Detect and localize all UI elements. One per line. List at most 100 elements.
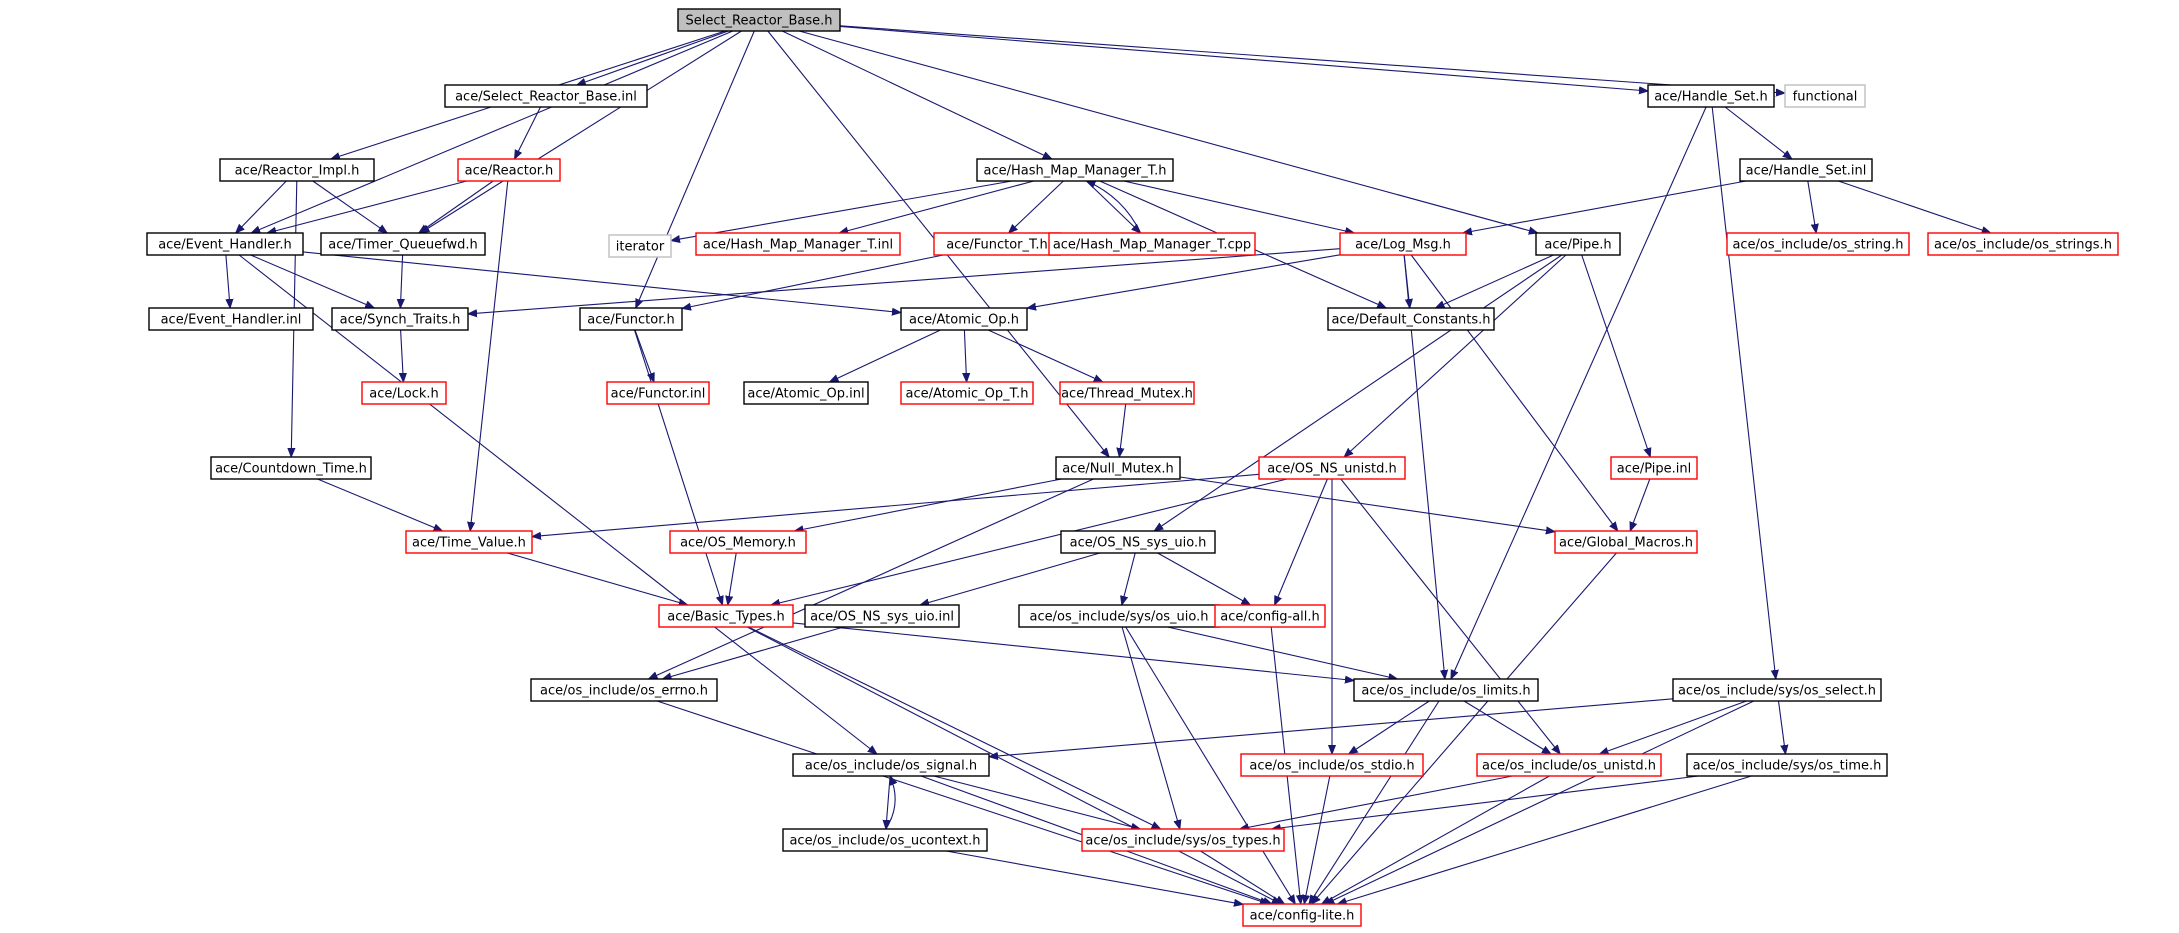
edge-os_sys_select-to-os_signal — [989, 698, 1674, 757]
node-os-unistd[interactable]: ace/os_include/os_unistd.h — [1476, 753, 1662, 777]
edge-pipe_h-to-pipe_inl — [1581, 254, 1651, 457]
node-pipe-h[interactable]: ace/Pipe.h — [1535, 232, 1621, 256]
edge-log_msg-to-synch_traits — [468, 248, 1341, 314]
node-box — [444, 84, 648, 108]
node-label: ace/os_include/sys/os_time.h — [1693, 759, 1882, 774]
node-label: ace/Handle_Set.inl — [1746, 164, 1867, 179]
node-default-constants[interactable]: ace/Default_Constants.h — [1327, 307, 1495, 331]
node-countdown-time[interactable]: ace/Countdown_Time.h — [210, 456, 372, 480]
node-log-msg[interactable]: ace/Log_Msg.h — [1339, 232, 1467, 256]
node-box — [1327, 307, 1495, 331]
node-handle-set-h[interactable]: ace/Handle_Set.h — [1647, 84, 1775, 108]
node-pipe-inl[interactable]: ace/Pipe.inl — [1610, 456, 1698, 480]
node-os-ucontext[interactable]: ace/os_include/os_ucontext.h — [782, 828, 988, 852]
node-box — [782, 828, 988, 852]
edge-root-to-pipe_h — [799, 30, 1538, 233]
node-hmm-t-cpp[interactable]: ace/Hash_Map_Manager_T.cpp — [1048, 232, 1256, 256]
edge-os_sys_select-to-os_sys_time — [1777, 700, 1786, 754]
node-box — [1739, 158, 1873, 182]
node-os-stdio[interactable]: ace/os_include/os_stdio.h — [1240, 753, 1424, 777]
node-os-errno[interactable]: ace/os_include/os_errno.h — [530, 678, 718, 702]
node-box — [361, 381, 447, 405]
node-sel-inl[interactable]: ace/Select_Reactor_Base.inl — [444, 84, 648, 108]
edge-hmm_t_h-to-iterator — [671, 180, 1013, 241]
node-os-sys-time[interactable]: ace/os_include/sys/os_time.h — [1686, 753, 1888, 777]
node-label: ace/os_include/os_unistd.h — [1482, 759, 1656, 774]
edge-os_ns_sys_uio_h-to-os_sys_uio — [1122, 552, 1136, 605]
node-label: ace/Atomic_Op.h — [909, 313, 1019, 328]
node-handle-set-inl[interactable]: ace/Handle_Set.inl — [1739, 158, 1873, 182]
node-config-lite[interactable]: ace/config-lite.h — [1242, 903, 1362, 927]
node-event-handler-inl[interactable]: ace/Event_Handler.inl — [148, 307, 314, 331]
node-box — [219, 158, 375, 182]
node-os-limits[interactable]: ace/os_include/os_limits.h — [1353, 678, 1539, 702]
node-null-mutex[interactable]: ace/Null_Mutex.h — [1055, 456, 1181, 480]
node-lock-h[interactable]: ace/Lock.h — [361, 381, 447, 405]
node-event-handler-h[interactable]: ace/Event_Handler.h — [146, 232, 304, 256]
edge-handle_set_h-to-os_sys_select — [1711, 106, 1776, 679]
node-hmm-t-inl[interactable]: ace/Hash_Map_Manager_T.inl — [695, 232, 901, 256]
edge-functor_h-to-functor_inl — [634, 329, 654, 382]
node-label: ace/Reactor.h — [465, 164, 554, 179]
edge-reactor_h-to-time_value — [470, 180, 509, 531]
edge-hmm_t_h-to-functor_t_h — [1009, 180, 1064, 233]
edge-os_ns_unistd-to-os_unistd — [1340, 478, 1560, 754]
node-os-sys-uio[interactable]: ace/os_include/sys/os_uio.h — [1018, 604, 1220, 628]
node-label: ace/OS_NS_unistd.h — [1267, 462, 1397, 477]
node-functor-t-h[interactable]: ace/Functor_T.h — [933, 232, 1061, 256]
node-os-sys-types[interactable]: ace/os_include/sys/os_types.h — [1081, 828, 1285, 852]
node-label: ace/OS_NS_sys_uio.inl — [810, 610, 954, 625]
node-timer-queuefwd[interactable]: ace/Timer_Queuefwd.h — [320, 232, 486, 256]
edge-os_ucontext-to-os_signal — [885, 776, 895, 830]
node-label: ace/Log_Msg.h — [1355, 238, 1451, 253]
edge-synch_traits-to-lock_h — [401, 329, 404, 382]
node-label: ace/os_include/os_stdio.h — [1249, 759, 1414, 774]
node-os-ns-sys-uio-inl[interactable]: ace/OS_NS_sys_uio.inl — [804, 604, 960, 628]
edge-root-to-handle_set_h — [839, 25, 1648, 92]
edge-handle_set_inl-to-os_string — [1807, 180, 1816, 233]
node-box — [530, 678, 718, 702]
node-os-signal[interactable]: ace/os_include/os_signal.h — [792, 753, 990, 777]
node-box — [457, 158, 561, 182]
edge-null_mutex-to-global_macros — [1179, 476, 1555, 532]
node-os-sys-select[interactable]: ace/os_include/sys/os_select.h — [1672, 678, 1882, 702]
node-global-macros[interactable]: ace/Global_Macros.h — [1554, 530, 1698, 554]
node-os-memory[interactable]: ace/OS_Memory.h — [669, 530, 807, 554]
edge-root-to-sel_inl — [577, 30, 729, 85]
node-os-ns-sys-uio-h[interactable]: ace/OS_NS_sys_uio.h — [1060, 530, 1216, 554]
node-label: ace/Functor.h — [587, 313, 674, 328]
node-atomic-op-t-h[interactable]: ace/Atomic_Op_T.h — [900, 381, 1034, 405]
edge-os_sys_select-to-config_lite — [1325, 700, 1755, 904]
node-hmm-t-h[interactable]: ace/Hash_Map_Manager_T.h — [976, 158, 1174, 182]
node-basic-types[interactable]: ace/Basic_Types.h — [658, 604, 794, 628]
node-os-ns-unistd[interactable]: ace/OS_NS_unistd.h — [1258, 456, 1406, 480]
node-label: ace/os_include/os_string.h — [1732, 238, 1903, 253]
node-functor-h[interactable]: ace/Functor.h — [579, 307, 683, 331]
node-label: ace/Pipe.h — [1544, 238, 1611, 253]
node-os-strings[interactable]: ace/os_include/os_strings.h — [1927, 232, 2119, 256]
node-label: ace/os_include/os_errno.h — [540, 684, 708, 699]
node-atomic-op-inl[interactable]: ace/Atomic_Op.inl — [743, 381, 869, 405]
node-label: ace/Global_Macros.h — [1559, 536, 1693, 551]
node-box — [1686, 753, 1888, 777]
node-os-string[interactable]: ace/os_include/os_string.h — [1726, 232, 1910, 256]
node-time-value[interactable]: ace/Time_Value.h — [405, 530, 533, 554]
node-label: ace/os_include/os_signal.h — [805, 759, 977, 774]
node-reactor-impl[interactable]: ace/Reactor_Impl.h — [219, 158, 375, 182]
edge-basic_types-to-os_limits — [792, 622, 1354, 681]
node-config-all[interactable]: ace/config-all.h — [1214, 604, 1326, 628]
node-synch-traits[interactable]: ace/Synch_Traits.h — [331, 307, 469, 331]
node-box — [1059, 381, 1195, 405]
node-root[interactable]: Select_Reactor_Base.h — [677, 8, 841, 32]
edge-thread_mutex-to-null_mutex — [1119, 403, 1127, 457]
edge-handle_set_h-to-os_limits — [1450, 106, 1707, 679]
node-atomic-op-h[interactable]: ace/Atomic_Op.h — [900, 307, 1028, 331]
node-thread-mutex[interactable]: ace/Thread_Mutex.h — [1059, 381, 1195, 405]
edge-root-to-hmm_t_h — [781, 30, 1052, 159]
edge-hmm_t_h-to-log_msg — [1123, 180, 1354, 233]
edge-os_errno-to-config_lite — [656, 700, 1269, 904]
node-reactor-h[interactable]: ace/Reactor.h — [457, 158, 561, 182]
node-functor-inl[interactable]: ace/Functor.inl — [606, 381, 710, 405]
node-label: ace/Hash_Map_Manager_T.cpp — [1053, 238, 1251, 253]
edge-event_handler_h-to-atomic_op_h — [302, 251, 901, 313]
